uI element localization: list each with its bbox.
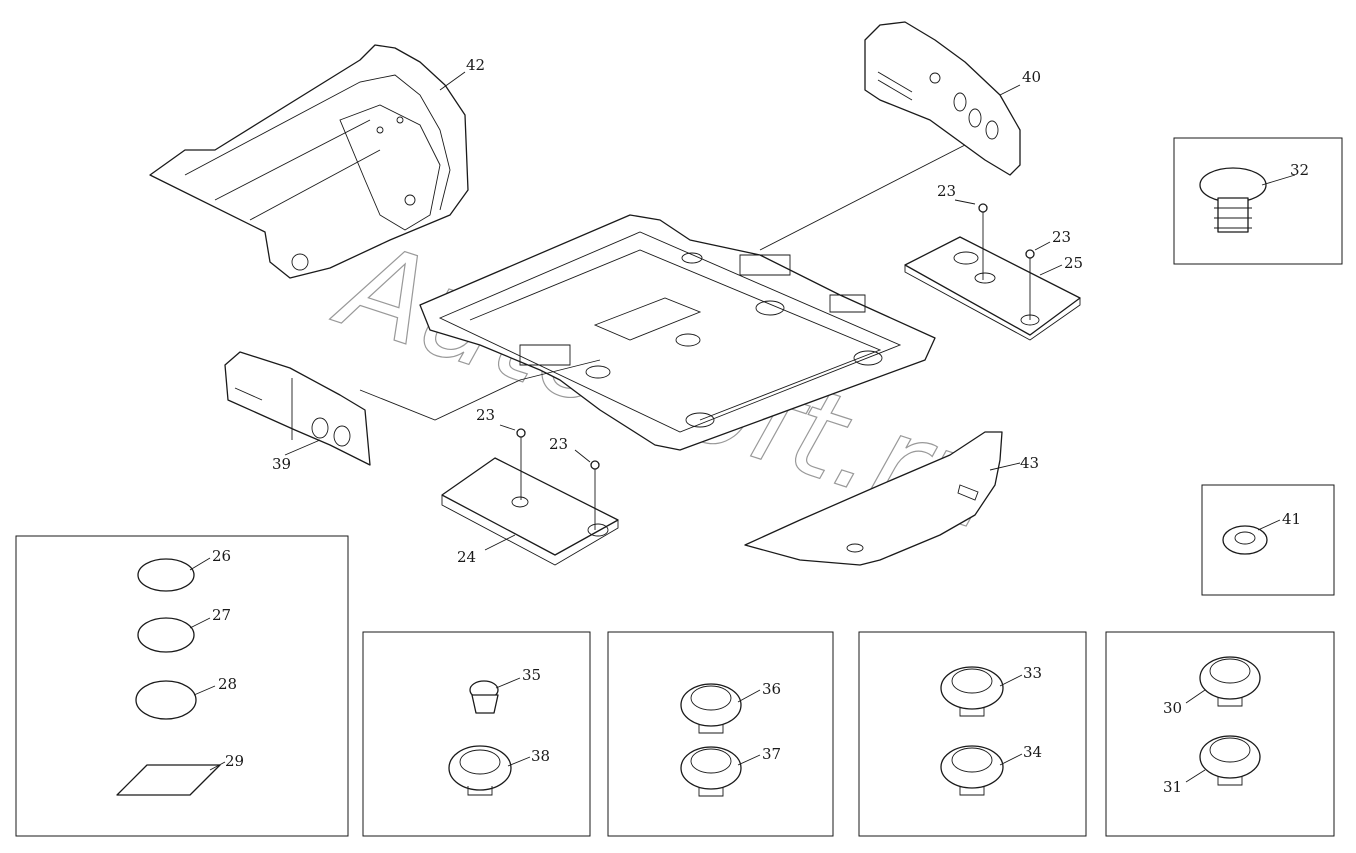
callout-37: 37 <box>762 745 781 763</box>
callout-38: 38 <box>531 747 550 765</box>
callout-31: 31 <box>1163 778 1182 796</box>
callout-29: 29 <box>225 752 244 770</box>
part-40-side-panel <box>864 21 1021 176</box>
part-39-side-panel <box>224 351 371 466</box>
part-main-floor-pan <box>419 214 936 451</box>
callout-35: 35 <box>522 666 541 684</box>
callout-23: 23 <box>1052 228 1071 246</box>
parts-35-38-box <box>362 631 591 837</box>
callout-30: 30 <box>1163 699 1182 717</box>
callout-33: 33 <box>1023 664 1042 682</box>
callout-41: 41 <box>1282 510 1301 528</box>
callout-26: 26 <box>212 547 231 565</box>
callout-25: 25 <box>1064 254 1083 272</box>
part-32-box <box>1173 137 1343 265</box>
part-43-heat-shield <box>744 431 1003 566</box>
parts-36-37-box <box>607 631 834 837</box>
callout-32: 32 <box>1290 161 1309 179</box>
part-41-box <box>1201 484 1335 596</box>
callout-23: 23 <box>476 406 495 424</box>
part-25-cover-plate <box>904 236 1081 341</box>
callout-labels: 42 40 32 23 23 25 39 23 23 24 43 41 26 2… <box>212 56 1309 796</box>
callout-28: 28 <box>218 675 237 693</box>
part-24-cover-plate <box>441 457 619 566</box>
callout-34: 34 <box>1023 743 1042 761</box>
callout-24: 24 <box>457 548 476 566</box>
parts-30-31-box <box>1105 631 1335 837</box>
callout-42: 42 <box>466 56 485 74</box>
callout-39: 39 <box>272 455 291 473</box>
callout-27: 27 <box>212 606 231 624</box>
callout-23: 23 <box>937 182 956 200</box>
leader-lines <box>189 71 1296 783</box>
callout-43: 43 <box>1020 454 1039 472</box>
part-42-rear-floor-panel <box>149 44 469 279</box>
parts-33-34-box <box>858 631 1087 837</box>
fasteners-23 <box>516 203 1035 530</box>
callout-36: 36 <box>762 680 781 698</box>
callout-40: 40 <box>1022 68 1041 86</box>
parts-26-29-box <box>15 535 349 837</box>
callout-23: 23 <box>549 435 568 453</box>
